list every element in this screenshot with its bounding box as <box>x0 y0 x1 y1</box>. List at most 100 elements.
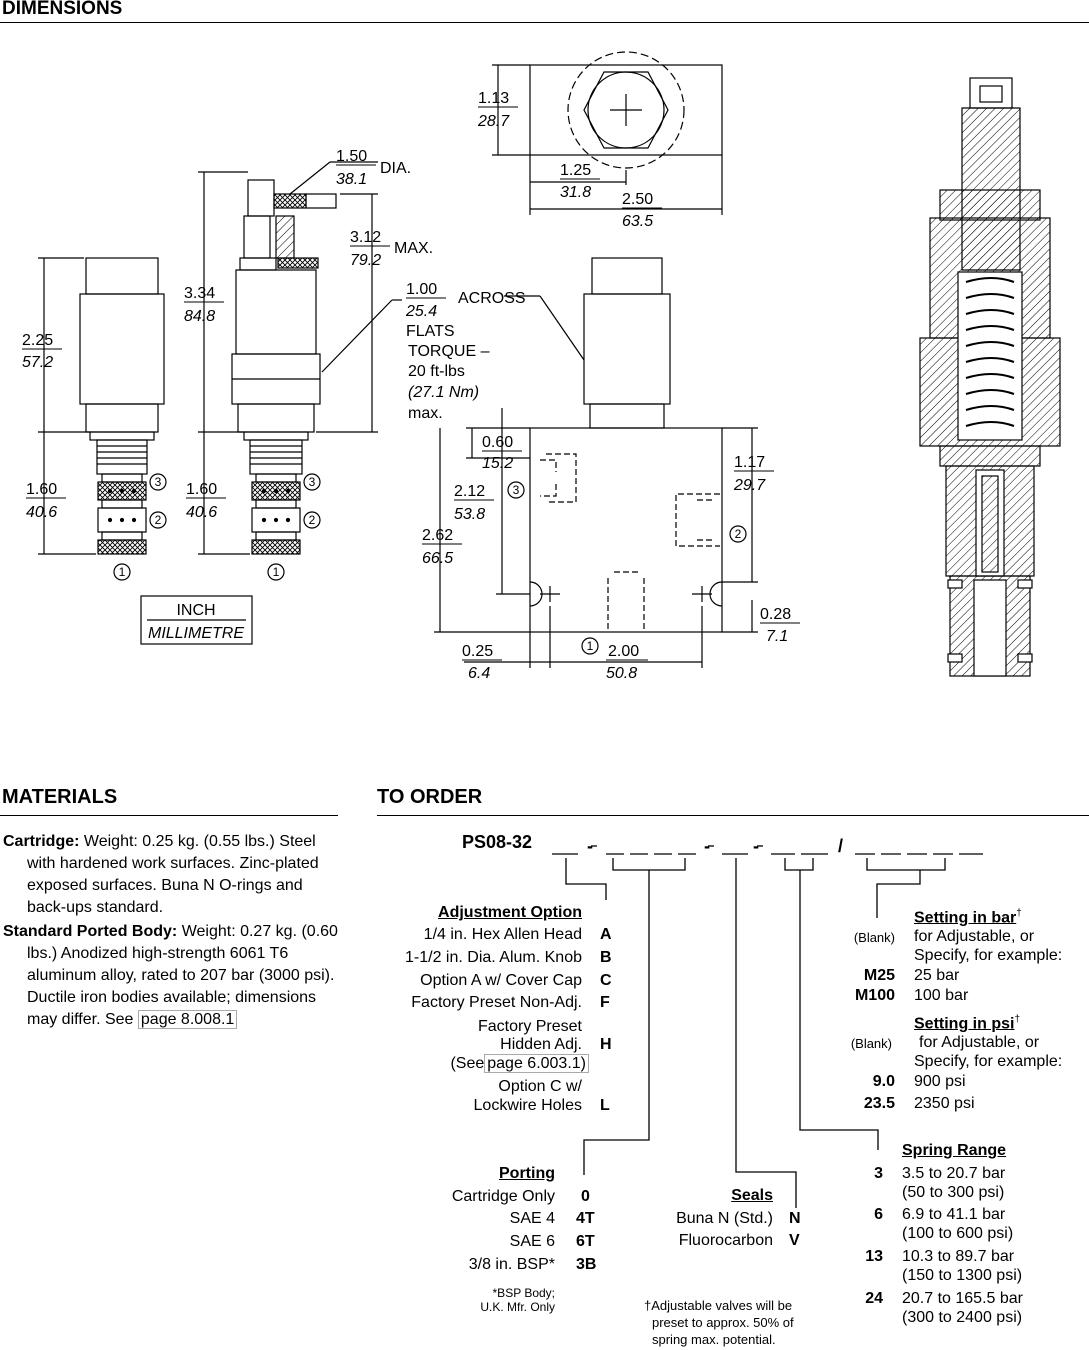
materials-body: Standard Ported Body: Weight: 0.27 kg. (… <box>3 923 338 1029</box>
port-1-label-c: 1 <box>587 639 594 653</box>
spring-title: Spring Range <box>902 1142 1007 1159</box>
torque-line-1: TORQUE – <box>408 343 490 360</box>
spring-opt-6-line1: 6.9 to 41.1 bar <box>902 1206 1006 1223</box>
dim-2.25-mm: 57.2 <box>22 354 53 371</box>
setting-bar-title: Setting in bar† <box>914 908 1022 927</box>
model-code: PS08-32 <box>462 832 533 852</box>
porting-opt-3b-label: 3/8 in. BSP* <box>468 1256 555 1273</box>
seals-opt-n-code: N <box>789 1210 801 1227</box>
port-1-label-a: 1 <box>119 565 126 579</box>
setting-bar-ex2-text: 100 bar <box>914 987 969 1004</box>
dash-3: - <box>753 836 759 856</box>
dim-1.25-mm: 31.8 <box>560 184 591 201</box>
dim-2.12-in: 2.12 <box>454 483 485 500</box>
setting-psi-ex2-text: 2350 psi <box>914 1095 975 1112</box>
spring-opt-13-line2: (150 to 1300 psi) <box>902 1267 1023 1284</box>
adjustment-title: Adjustment Option <box>438 904 582 921</box>
adj-opt-a-label: 1/4 in. Hex Allen Head <box>423 926 582 943</box>
seals-opt-n-label: Buna N (Std.) <box>676 1210 773 1227</box>
materials-text: Cartridge: Weight: 0.25 kg. (0.55 lbs.) … <box>3 831 338 1031</box>
porting-opt-3b-code: 3B <box>576 1256 597 1273</box>
adj-opt-l-code: L <box>600 1097 610 1114</box>
slash: / <box>838 836 843 856</box>
dim-2.12-mm: 53.8 <box>454 506 485 523</box>
materials-rule <box>0 815 338 816</box>
to-order-title: TO ORDER <box>377 786 483 808</box>
adj-opt-l-line2: Lockwire Holes <box>473 1097 582 1114</box>
setting-bar-ex1-code: M25 <box>863 967 895 984</box>
spring-opt-3-line2: (50 to 300 psi) <box>902 1184 1005 1201</box>
porting-title: Porting <box>499 1165 555 1182</box>
dim-0.60-in: 0.60 <box>482 434 513 451</box>
adj-opt-h-line2: Hidden Adj. <box>500 1036 582 1053</box>
dim-2.25-in: 2.25 <box>22 332 53 349</box>
dim-1.60-in: 1.60 <box>26 481 57 498</box>
torque-line-4: max. <box>408 405 443 422</box>
adj-opt-f-code: F <box>600 994 610 1011</box>
setting-psi-ex2-code: 23.5 <box>863 1095 895 1112</box>
page-8-008-1-link[interactable]: page 8.008.1 <box>137 1010 238 1029</box>
max-label: MAX. <box>394 240 433 257</box>
port-2-label-a: 2 <box>155 513 162 527</box>
page-6-003-1-link[interactable]: page 6.003.1) <box>484 1054 589 1073</box>
dim-0.25-in: 0.25 <box>462 643 493 660</box>
spring-opt-3-code: 3 <box>874 1165 883 1182</box>
setting-psi-blank: (Blank) <box>850 1036 892 1051</box>
sectional-view <box>919 77 1061 677</box>
port-2-label-b: 2 <box>309 513 316 527</box>
dim-0.28-mm: 7.1 <box>766 628 788 645</box>
setting-bar-blank: (Blank) <box>853 930 895 945</box>
setting-bar-ex2-code: M100 <box>854 987 895 1004</box>
setting-bar-blank-text1: for Adjustable, or <box>914 928 1035 945</box>
dim-2.62-in: 2.62 <box>422 527 453 544</box>
dim-1.00-mm: 25.4 <box>405 303 437 320</box>
setting-psi-ex1-text: 900 psi <box>914 1073 966 1090</box>
setting-psi-blank-text2: Specify, for example: <box>914 1053 1063 1070</box>
porting-opt-4t-code: 4T <box>576 1210 595 1227</box>
footnote-line-2: preset to approx. 50% of <box>652 1315 794 1330</box>
torque-line-3: (27.1 Nm) <box>408 384 479 401</box>
porting-note-1: *BSP Body; <box>492 1286 555 1300</box>
porting-opt-0-label: Cartridge Only <box>451 1188 555 1205</box>
dash-2: - <box>704 836 710 856</box>
dim-3.34-in: 3.34 <box>184 285 215 302</box>
dim-1.60-mm: 40.6 <box>26 504 57 521</box>
setting-bar-blank-text2: Specify, for example: <box>914 947 1063 964</box>
porting-opt-6t-code: 6T <box>576 1233 595 1250</box>
adj-opt-c-label: Option A w/ Cover Cap <box>420 972 582 989</box>
flats-label: FLATS <box>406 323 455 340</box>
torque-line-2: 20 ft-lbs <box>408 363 465 380</box>
seals-opt-v-label: Fluorocarbon <box>678 1232 773 1249</box>
dim-2.00-mm: 50.8 <box>606 665 637 682</box>
dim-3.12-in: 3.12 <box>350 229 381 246</box>
seals-title: Seals <box>731 1187 773 1204</box>
adj-opt-b-code: B <box>600 949 612 966</box>
spring-opt-6-code: 6 <box>874 1206 883 1223</box>
dim-1.50-mm: 38.1 <box>336 171 367 188</box>
body-top-view <box>529 51 723 169</box>
dim-1.00-in: 1.00 <box>406 281 437 298</box>
dim-1.25-in: 1.25 <box>560 162 591 179</box>
spring-opt-24-code: 24 <box>865 1290 883 1307</box>
materials-title: MATERIALS <box>2 786 118 808</box>
setting-psi-title: Setting in psi† <box>914 1014 1021 1033</box>
dim-1.17-mm: 29.7 <box>733 477 766 494</box>
porting-note-2: U.K. Mfr. Only <box>480 1300 555 1314</box>
dia-label: DIA. <box>380 160 411 177</box>
setting-psi-ex1-code: 9.0 <box>872 1073 895 1090</box>
adj-opt-b-label: 1-1/2 in. Dia. Alum. Knob <box>405 949 582 966</box>
port-3-label-c: 3 <box>513 483 520 497</box>
legend-millimetre: MILLIMETRE <box>148 625 244 642</box>
model-code-tree: - - - / <box>552 836 983 1208</box>
dim-3.34-mm: 84.8 <box>184 308 215 325</box>
dim-3.12-mm: 79.2 <box>350 252 381 269</box>
port-3-label-b: 3 <box>309 475 316 489</box>
spring-opt-3-line1: 3.5 to 20.7 bar <box>902 1165 1006 1182</box>
porting-opt-6t-label: SAE 6 <box>509 1233 555 1250</box>
porting-opt-4t-label: SAE 4 <box>509 1210 555 1227</box>
adj-opt-h-code: H <box>600 1036 612 1053</box>
cartridge-view-2 <box>231 179 337 555</box>
seals-opt-v-code: V <box>789 1232 800 1249</box>
dim-1.13-in: 1.13 <box>478 90 509 107</box>
adj-opt-a-code: A <box>600 926 612 943</box>
